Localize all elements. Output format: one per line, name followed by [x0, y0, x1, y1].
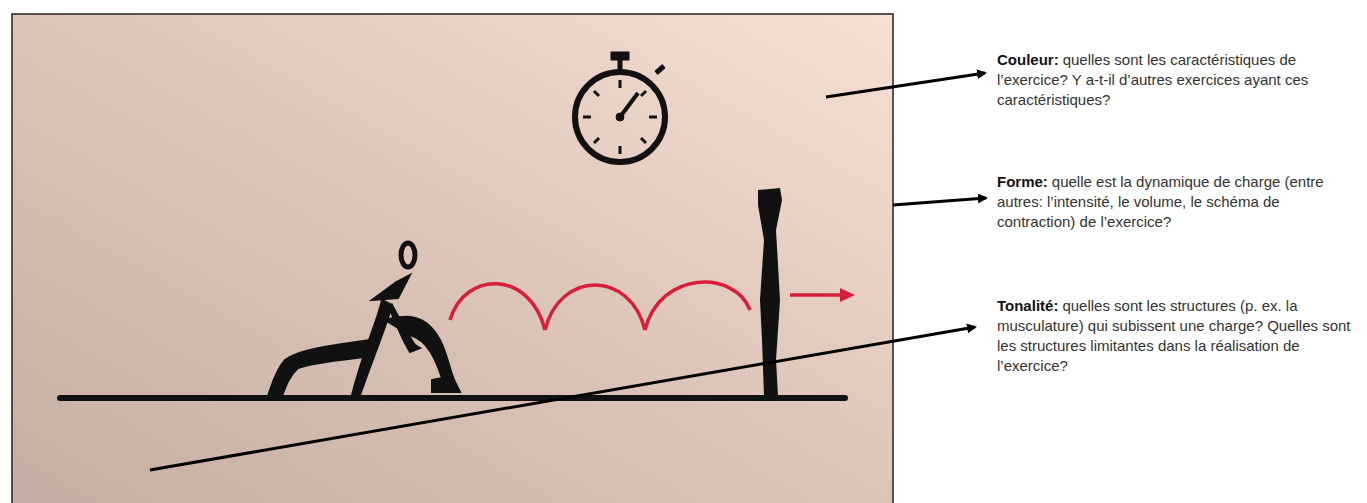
callout-heading: Tonalité: — [997, 297, 1058, 314]
callout-text: Couleur:quelles sont les caractéristique… — [997, 50, 1362, 110]
picture-panel — [12, 14, 893, 503]
callout-text: Tonalité:quelles sont les structures (p.… — [997, 296, 1362, 376]
athlete-figure — [268, 243, 460, 396]
callout-heading: Forme: — [997, 173, 1048, 190]
stopwatch-symbol — [575, 52, 665, 162]
jump-arcs — [450, 282, 750, 330]
callout-text: Forme:quelle est la dynamique de charge … — [997, 172, 1362, 232]
direction-arrow — [790, 288, 855, 302]
callout-heading: Couleur: — [997, 51, 1059, 68]
leader-arrows — [150, 73, 986, 470]
ground-line — [60, 395, 845, 401]
